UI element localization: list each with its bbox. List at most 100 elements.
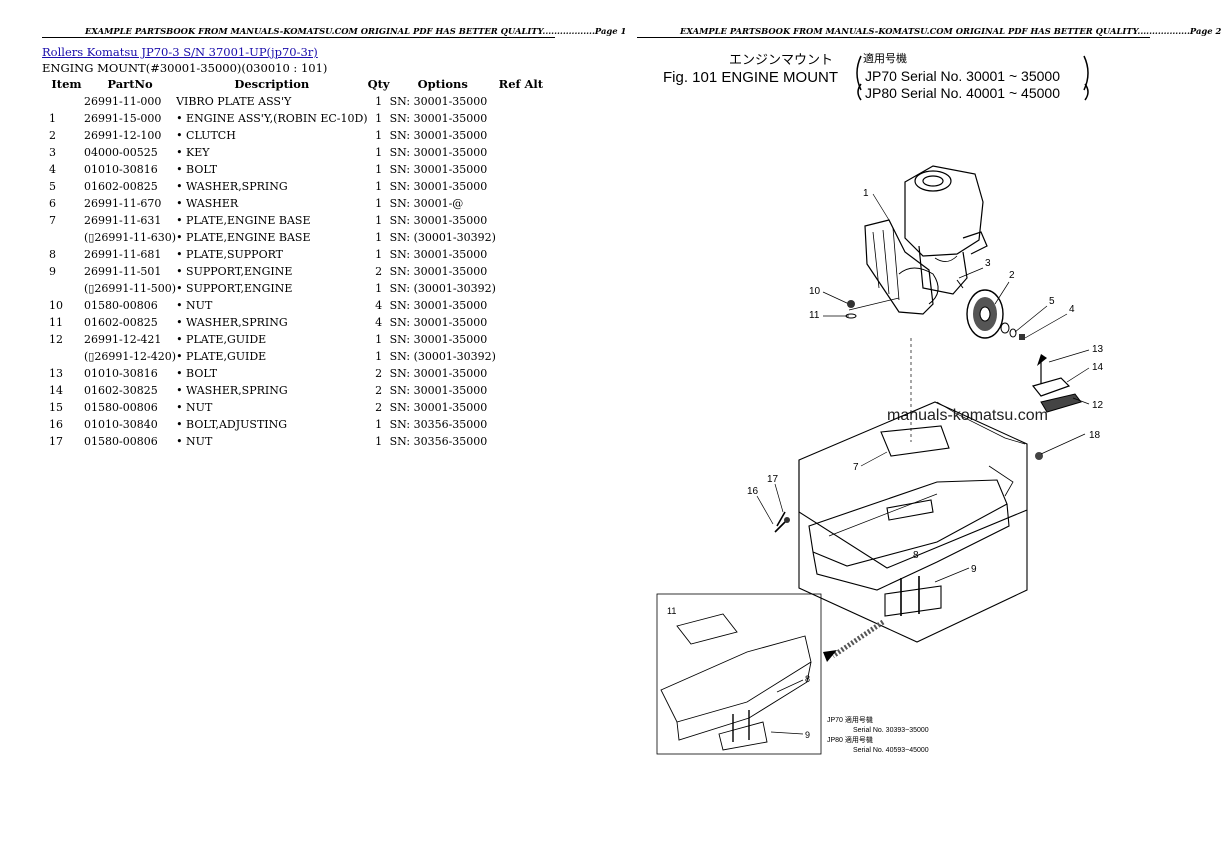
cell-refalt	[496, 280, 546, 297]
callout-10: 10	[809, 286, 821, 297]
cell-description: • SUPPORT,ENGINE	[176, 265, 293, 278]
cell-description: • WASHER,SPRING	[176, 180, 288, 193]
watermark: manuals-komatsu.com	[887, 407, 1048, 424]
col-item-header: Item	[51, 77, 82, 91]
cell-description: • PLATE,ENGINE BASE	[176, 231, 311, 244]
cell-description: • BOLT	[176, 367, 218, 380]
cell-description: • PLATE,GUIDE	[176, 350, 267, 363]
cell-partno: 01580-00806	[84, 299, 158, 312]
cell-item: 3	[49, 146, 56, 159]
page-header-left: EXAMPLE PARTSBOOK FROM MANUALS-KOMATSU.C…	[85, 26, 627, 36]
cell-qty: 2	[375, 384, 383, 397]
inset-note-1b: Serial No. 30393~35000	[853, 727, 929, 734]
cell-partno: 26991-12-421	[84, 333, 162, 346]
figure-title: Fig. 101 ENGINE MOUNT	[663, 69, 838, 86]
cell-item: 7	[49, 214, 56, 227]
cell-item: 9	[49, 265, 56, 278]
cell-options: SN: 30001-35000	[389, 367, 488, 380]
cell-item	[42, 280, 84, 297]
cell-qty: 1	[375, 112, 383, 125]
cell-item: 5	[49, 180, 56, 193]
cell-refalt	[496, 229, 546, 246]
cell-qty: 1	[375, 435, 383, 448]
inset-callout-8: 8	[805, 674, 810, 684]
cell-options: SN: 30001-35000	[389, 401, 488, 414]
cell-partno: 01010-30816	[84, 367, 158, 380]
callout-5: 5	[1049, 296, 1055, 307]
callout-17: 17	[767, 474, 779, 485]
cell-refalt	[496, 263, 546, 280]
nuts-10-11	[845, 300, 857, 319]
cell-options: SN: 30001-35000	[389, 248, 488, 261]
callout-12: 12	[1092, 400, 1104, 411]
cell-refalt	[496, 178, 546, 195]
cell-partno: 26991-11-000	[84, 95, 162, 108]
cell-partno: 01010-30816	[84, 163, 158, 176]
cell-description: • SUPPORT,ENGINE	[176, 282, 293, 295]
cell-partno: (▯26991-11-630)	[84, 231, 177, 244]
cell-partno: 26991-12-100	[84, 129, 162, 142]
parts-table-header: Item PartNo Description Qty Options Ref …	[42, 75, 546, 93]
cell-qty: 4	[375, 299, 383, 312]
cell-refalt	[496, 161, 546, 178]
cell-partno: 01580-00806	[84, 435, 158, 448]
cell-partno: 01580-00806	[84, 401, 158, 414]
cell-item: 17	[49, 435, 63, 448]
cell-item: 4	[49, 163, 56, 176]
header-rule-left	[42, 37, 555, 38]
cell-partno: 26991-11-501	[84, 265, 162, 278]
cell-options: SN: 30001-35000	[389, 214, 488, 227]
cell-refalt	[496, 144, 546, 161]
callout-7: 7	[853, 462, 859, 473]
cell-partno: 26991-11-670	[84, 197, 162, 210]
cell-refalt	[496, 382, 546, 399]
cell-qty: 2	[375, 265, 383, 278]
cell-partno: (▯26991-11-500)	[84, 282, 177, 295]
cell-qty: 1	[375, 214, 383, 227]
parts-book-link[interactable]: Rollers Komatsu JP70-3 S/N 37001-UP(jp70…	[42, 45, 318, 59]
cell-qty: 1	[375, 350, 383, 363]
cell-item: 6	[49, 197, 56, 210]
cell-refalt	[496, 110, 546, 127]
cell-refalt	[496, 416, 546, 433]
cell-qty: 1	[375, 129, 383, 142]
cell-refalt	[496, 246, 546, 263]
inset-notes: JP70 適用号機 Serial No. 30393~35000 JP80 適用…	[827, 715, 929, 754]
cell-description: • NUT	[176, 401, 213, 414]
callout-9: 9	[971, 564, 977, 575]
callouts-top: 1 2 3 5 4 10 11	[809, 188, 1075, 321]
figure-japanese-title: エンジンマウント	[729, 52, 833, 67]
cell-item: 10	[49, 299, 63, 312]
inset-note-2b: Serial No. 40593~45000	[853, 747, 929, 754]
section-subtitle: ENGING MOUNT(#30001-35000)(030010 : 101)	[42, 61, 328, 75]
cell-partno: 01602-00825	[84, 316, 158, 329]
callout-1: 1	[863, 188, 869, 199]
figure-applicable-label: 適用号機	[863, 51, 907, 65]
exploded-parts-drawing: エンジンマウント 適用号機 Fig. 101 ENGINE MOUNT JP70…	[656, 51, 1104, 755]
cell-item: 12	[49, 333, 63, 346]
cell-description: • CLUTCH	[176, 129, 236, 142]
cell-description: • PLATE,ENGINE BASE	[176, 214, 311, 227]
cell-qty: 1	[375, 418, 383, 431]
callout-4: 4	[1069, 304, 1075, 315]
cell-options: SN: 30001-35000	[389, 316, 488, 329]
callout-14: 14	[1092, 362, 1104, 373]
cell-description: • WASHER	[176, 197, 239, 210]
callout-13: 13	[1092, 344, 1104, 355]
cell-partno: 26991-15-000	[84, 112, 162, 125]
inset-callout-9: 9	[805, 730, 810, 740]
cell-refalt	[496, 331, 546, 348]
cell-description: • WASHER,SPRING	[176, 384, 288, 397]
cell-qty: 1	[375, 282, 383, 295]
cell-options: SN: 30001-35000	[389, 333, 488, 346]
cell-partno: 01602-00825	[84, 180, 158, 193]
